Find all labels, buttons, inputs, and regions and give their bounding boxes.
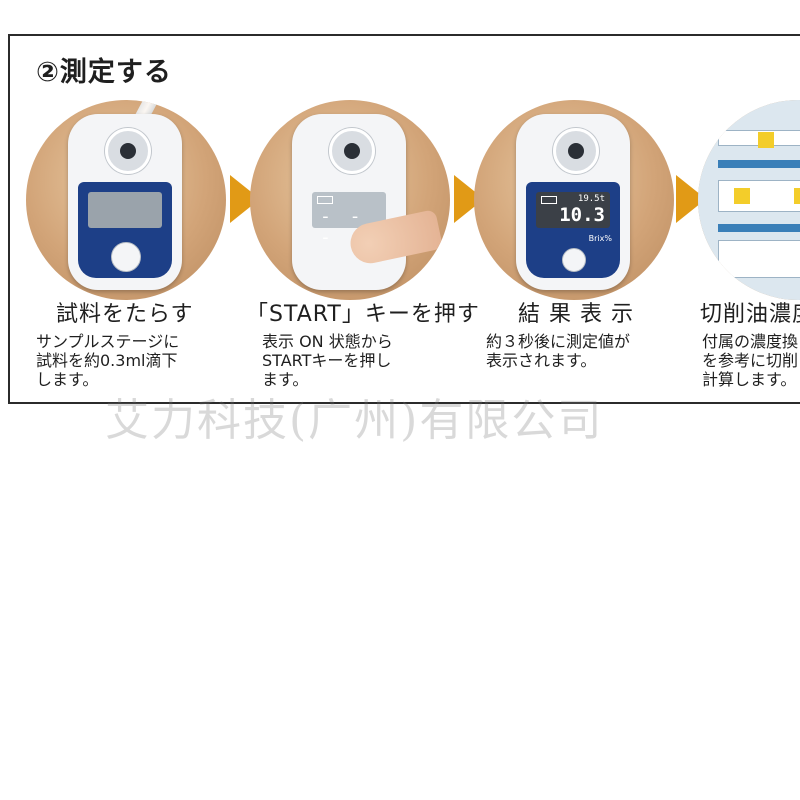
section-heading: ②測定する [36,57,172,88]
step3-description: 約３秒後に測定値が 表示されます。 [486,332,631,370]
step1-description: サンプルステージに 試料を約0.3ml滴下 します。 [36,332,180,389]
step4-photo [698,100,800,300]
lcd-reading: 10.3 [559,204,605,226]
step2-description: 表示 ON 状態から STARTキーを押し ます。 [262,332,393,389]
battery-icon [541,196,557,204]
step4-title: 切削油濃度 [700,302,800,327]
measurement-guide-panel: ②測定する - - - [8,34,800,404]
battery-icon [317,196,333,204]
device-lcd: 19.5t 10.3 [536,192,610,228]
step3-title: 結 果 表 示 [518,302,634,327]
step1-photo [26,100,226,300]
lcd-temperature: 19.5t [577,194,605,204]
refractometer-device: - - - [292,114,406,290]
concentration-table-doc [698,100,800,300]
sample-stage [553,128,599,174]
unit-label: Brix% [588,234,612,243]
sample-stage [105,128,151,174]
device-lcd [88,192,162,228]
step1-title: 試料をたらす [56,302,194,327]
watermark-text: 艾力科技(广州)有限公司 [105,395,604,446]
lcd-dashes: - - - [320,206,365,248]
device-face [78,182,172,278]
refractometer-device: 19.5t 10.3 Brix% [516,114,630,290]
refractometer-device [68,114,182,290]
step2-photo: - - - [250,100,450,300]
step3-photo: 19.5t 10.3 Brix% [474,100,674,300]
step2-title: 「START」キーを押す [246,302,480,327]
device-face: 19.5t 10.3 Brix% [526,182,620,278]
step4-description: 付属の濃度換 を参考に切削 計算します。 [702,332,799,389]
start-button-icon [111,242,141,272]
sample-stage [329,128,375,174]
start-button-icon [562,248,586,272]
